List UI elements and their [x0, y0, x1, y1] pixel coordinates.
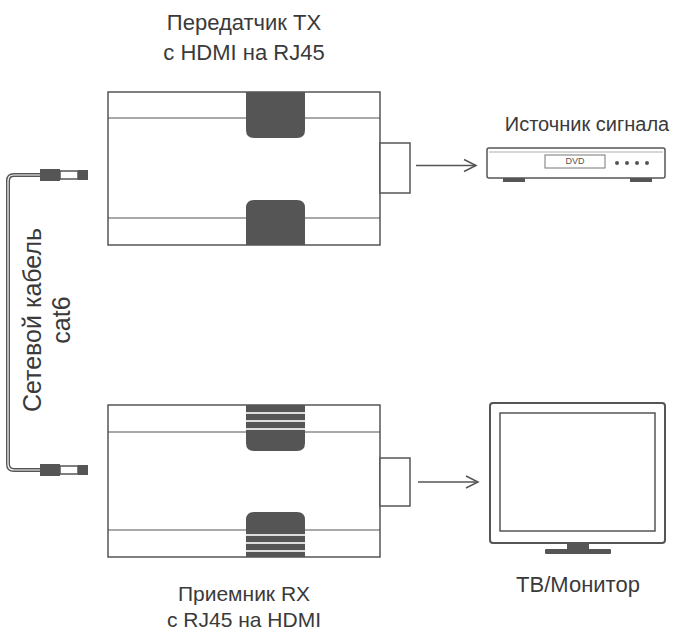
cable-label: Сетевой кабель cat6: [17, 226, 75, 415]
device-title: ТВ/Монитор: [515, 571, 641, 599]
signal-arrow: [416, 160, 476, 172]
dvd-player: [487, 148, 665, 182]
receiver-body: [108, 405, 410, 557]
receiver-box: Приемник RX с RJ45 на HDMI: [108, 405, 380, 557]
tv-monitor: [490, 403, 665, 554]
device-title: Передатчик TX с HDMI на RJ45: [161, 8, 327, 68]
display-text: DVD: [564, 156, 586, 167]
transmitter-box: Передатчик TX с HDMI на RJ45: [108, 92, 380, 245]
transmitter-body: [108, 92, 410, 245]
device-title: Источник сигнала: [504, 112, 671, 136]
signal-source: Источник сигналаDVD: [487, 148, 665, 178]
device-title: Приемник RX с RJ45 на HDMI: [165, 581, 323, 633]
tv-monitor: ТВ/Монитор: [490, 403, 665, 555]
network-cable: [8, 169, 88, 476]
signal-arrow: [418, 476, 478, 488]
